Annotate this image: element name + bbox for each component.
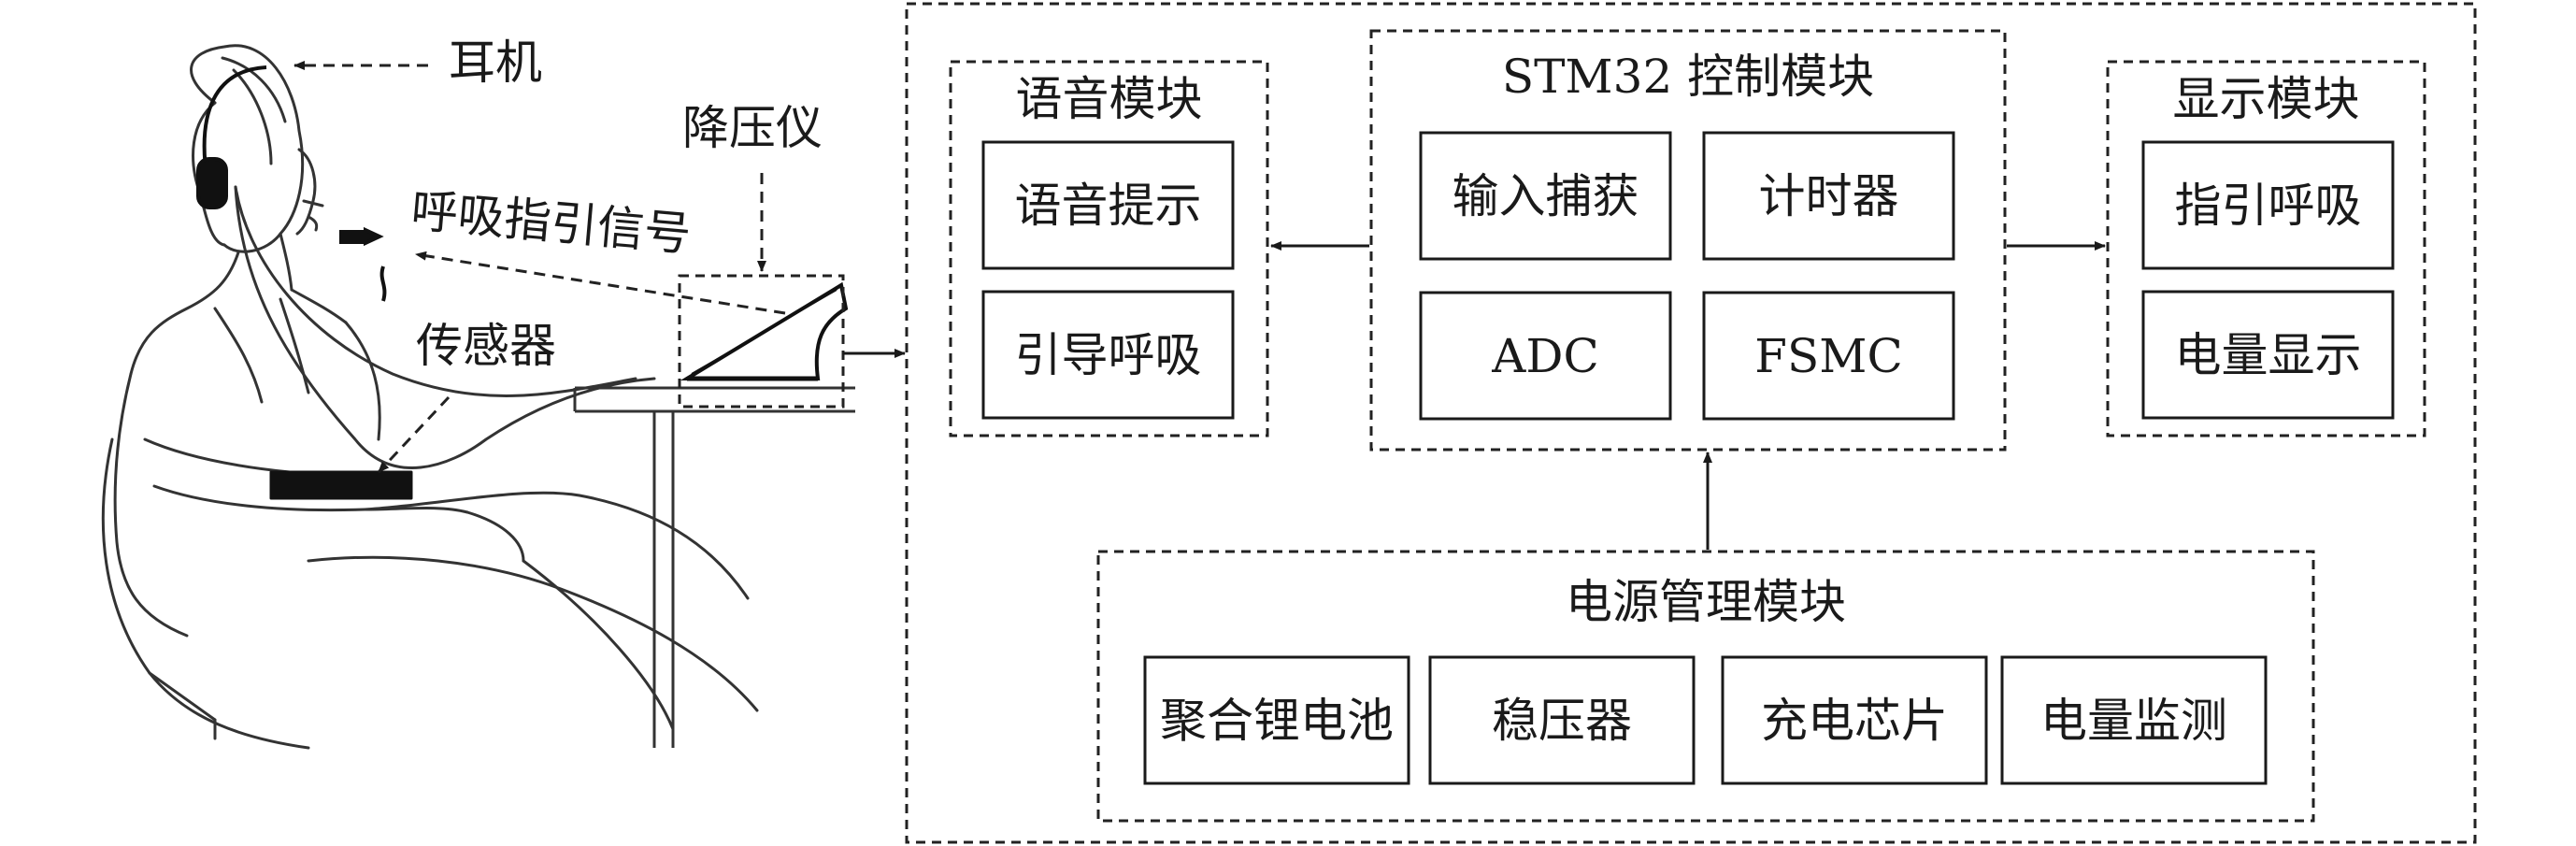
power-item-1: 聚合锂电池 (1160, 693, 1394, 748)
table (573, 386, 855, 748)
power-item-3: 充电芯片 (1761, 693, 1948, 748)
power-module-box (1096, 550, 2315, 823)
power-item-3-box (1721, 655, 1988, 785)
power-item-2: 稳压器 (1492, 693, 1632, 748)
control-item-3-box (1419, 291, 1672, 421)
voice-item-1-box (981, 140, 1235, 270)
signal-arrow (415, 251, 786, 315)
display-item-1-box (2141, 140, 2395, 270)
power-item-4: 电量监测 (2040, 693, 2227, 748)
power-module-title: 电源管理模块 (1566, 575, 1846, 629)
voice-module-box (949, 60, 1269, 437)
sensor-pointer-arrow (377, 395, 451, 474)
depressurizer-dashed-box (678, 274, 845, 409)
voice-item-2-box (981, 290, 1235, 420)
depressurizer-device (680, 281, 849, 381)
control-item-1-box (1419, 131, 1672, 261)
control-item-3: ADC (1492, 328, 1599, 383)
control-item-1: 输入捕获 (1452, 168, 1639, 223)
control-item-4: FSMC (1754, 328, 1903, 383)
voice-item-1: 语音提示 (1014, 178, 1202, 233)
headphones (196, 65, 267, 209)
control-module-box (1369, 29, 2007, 452)
breath-marks (339, 226, 387, 302)
display-module-box (2106, 60, 2426, 437)
display-item-2: 电量显示 (2174, 327, 2362, 382)
display-module-title: 显示模块 (2172, 72, 2360, 126)
patient-illustration (101, 44, 759, 750)
system-outer-box (905, 2, 2477, 844)
voice-item-2: 引导呼吸 (1014, 327, 1202, 382)
control-item-2: 计时器 (1758, 168, 1899, 223)
sensor-band (269, 470, 413, 500)
display-item-1: 指引呼吸 (2174, 178, 2362, 233)
voice-module-title: 语音模块 (1015, 72, 1203, 126)
head-outline (190, 44, 305, 253)
power-item-1-box (1143, 655, 1410, 785)
control-item-2-box (1702, 131, 1955, 261)
headphone-label: 耳机 (449, 36, 542, 90)
depressurizer-label: 降压仪 (682, 101, 823, 155)
sensor-label: 传感器 (416, 319, 556, 373)
control-item-4-box (1702, 291, 1955, 421)
power-item-4-box (2000, 655, 2268, 785)
power-item-2-box (1428, 655, 1696, 785)
control-module-title: STM32 控制模块 (1501, 50, 1875, 104)
display-item-2-box (2141, 290, 2395, 420)
